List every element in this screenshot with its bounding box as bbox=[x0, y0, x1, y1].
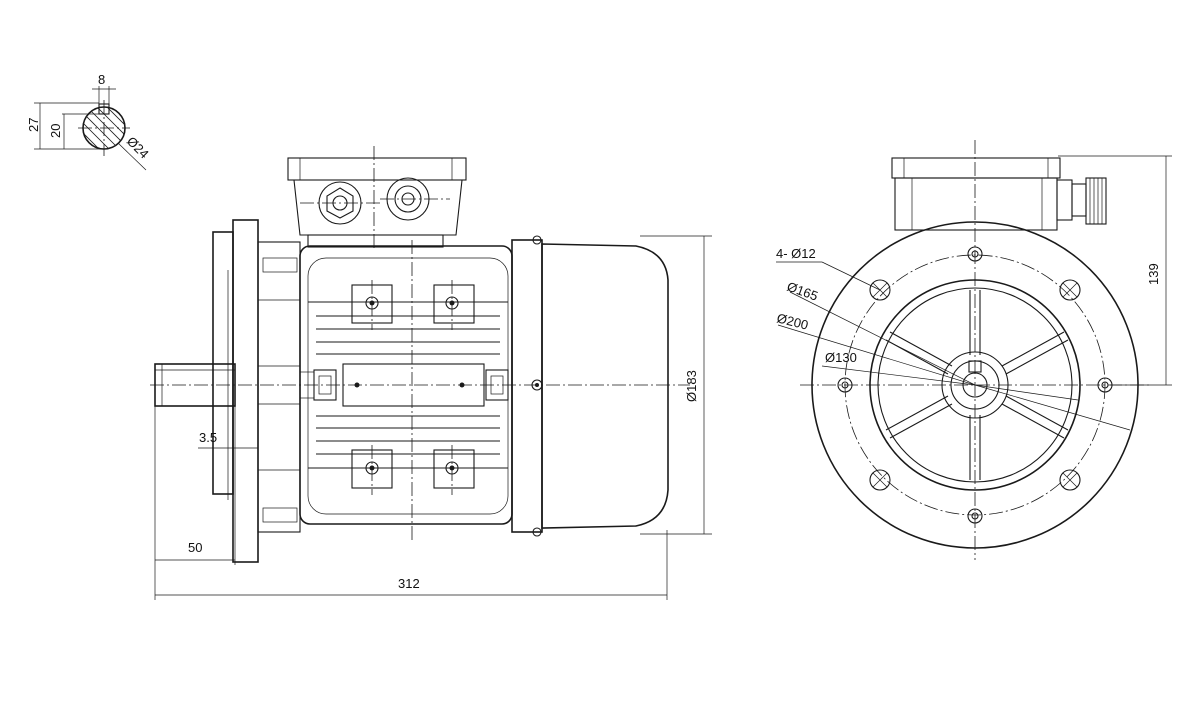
overall-length-label: 312 bbox=[398, 576, 420, 591]
mount-pad-bottom-right bbox=[433, 449, 475, 489]
flange-plate bbox=[232, 219, 259, 563]
key-height-inner-label: 20 bbox=[48, 124, 63, 138]
frame-diameter-label: Ø183 bbox=[684, 370, 699, 402]
side-view: 3.5 50 312 Ø183 bbox=[150, 146, 712, 600]
tie-nut-right bbox=[485, 369, 509, 401]
mounting-holes bbox=[869, 279, 1081, 491]
spigot-inner bbox=[877, 287, 1073, 483]
mount-pad-top-right bbox=[433, 284, 475, 324]
tapped-holes bbox=[837, 246, 1113, 524]
terminal-box-front bbox=[891, 157, 1107, 231]
flange-offset-label: 3.5 bbox=[199, 430, 217, 445]
side-gland-nut bbox=[1056, 179, 1073, 221]
shaft-end-key bbox=[968, 360, 982, 373]
side-gland bbox=[1085, 177, 1107, 225]
spigot-diameter-label: Ø130 bbox=[825, 350, 857, 365]
mounting-holes-label: 4- Ø12 bbox=[776, 246, 816, 261]
shaft-key-detail: 8 27 20 Ø24 bbox=[26, 72, 152, 171]
cooling-fins-top bbox=[308, 301, 508, 355]
key-height-outer-label: 27 bbox=[26, 118, 41, 132]
spigot-outer bbox=[869, 279, 1081, 491]
front-view: 4- Ø12 Ø165 Ø200 Ø130 139 bbox=[775, 140, 1172, 560]
flange-plate-back bbox=[212, 231, 234, 495]
shaft-hatching bbox=[83, 107, 125, 149]
hub-outer bbox=[941, 351, 1009, 419]
key-width-label: 8 bbox=[98, 72, 105, 87]
end-shield bbox=[257, 241, 301, 533]
shaft-length-label: 50 bbox=[188, 540, 202, 555]
end-shield-ribs bbox=[885, 290, 1069, 480]
frame-tie-band bbox=[342, 363, 485, 407]
shaft-end bbox=[962, 372, 988, 398]
terminal-box-height-label: 139 bbox=[1146, 263, 1161, 285]
pitch-circle bbox=[844, 254, 1106, 516]
tie-nut-left bbox=[313, 369, 337, 401]
shaft bbox=[154, 363, 236, 407]
shaft-diameter-label: Ø24 bbox=[124, 134, 152, 162]
cooling-fins-bottom bbox=[308, 415, 508, 469]
terminal-box-side bbox=[287, 146, 467, 250]
flange-diameter-label: Ø200 bbox=[775, 310, 809, 332]
pitch-circle-label: Ø165 bbox=[785, 279, 820, 304]
fan-cover bbox=[541, 243, 669, 529]
